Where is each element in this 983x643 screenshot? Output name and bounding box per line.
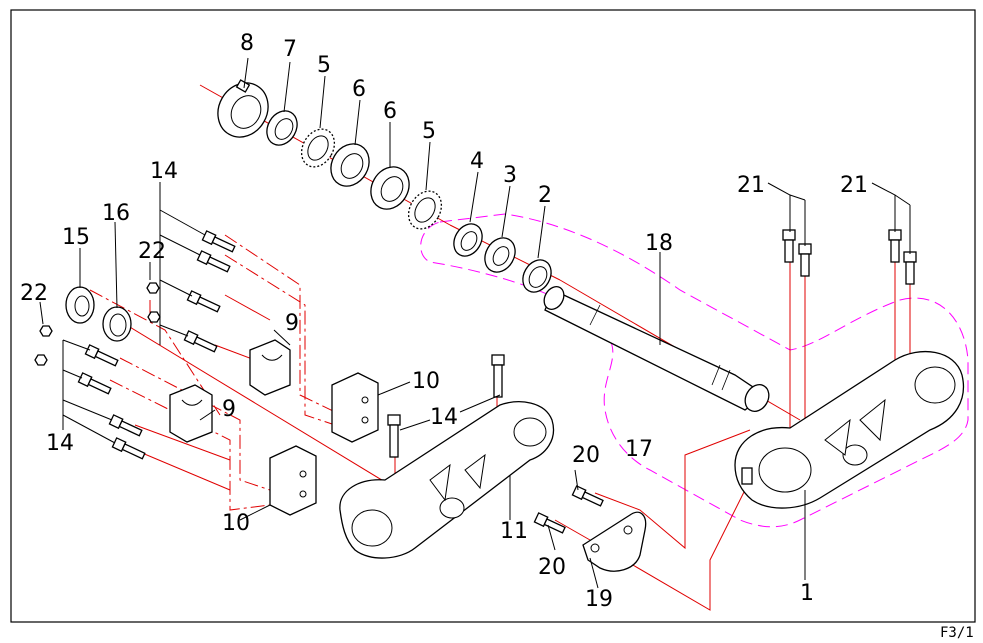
part-9-clamp-lower bbox=[169, 384, 213, 443]
callout-14-left: 14 bbox=[46, 431, 74, 456]
part-19-cable-guide bbox=[582, 511, 647, 572]
callout-5-upper: 5 bbox=[317, 53, 331, 78]
callout-10-lower: 10 bbox=[222, 511, 250, 536]
callout-14-top: 14 bbox=[150, 159, 178, 184]
part-2-washer bbox=[522, 259, 552, 293]
callout-11: 11 bbox=[500, 519, 528, 544]
callout-5-lower: 5 bbox=[422, 119, 436, 144]
part-4-seal bbox=[453, 223, 483, 257]
callout-19: 19 bbox=[585, 587, 613, 612]
callout-1: 1 bbox=[800, 581, 814, 606]
callout-9-lower: 9 bbox=[222, 397, 236, 422]
callout-6-upper: 6 bbox=[352, 77, 366, 102]
callout-9-upper: 9 bbox=[285, 311, 299, 336]
callout-22-left: 22 bbox=[20, 281, 48, 306]
callout-14-mid: 14 bbox=[430, 405, 458, 430]
callout-2: 2 bbox=[538, 183, 552, 208]
screws-14-upper-group bbox=[183, 230, 236, 353]
part-1-lower-bracket bbox=[734, 350, 964, 509]
callout-4: 4 bbox=[470, 149, 484, 174]
callout-21-left: 21 bbox=[737, 173, 765, 198]
bolts-14-vertical bbox=[387, 354, 505, 458]
part-9-clamp-upper bbox=[249, 339, 291, 396]
drawing-frame bbox=[10, 9, 976, 623]
callout-20-lower: 20 bbox=[538, 555, 566, 580]
part-5-ball-race-upper bbox=[300, 128, 336, 168]
part-11-upper-bracket bbox=[339, 401, 555, 559]
callout-3: 3 bbox=[503, 163, 517, 188]
callout-21-right: 21 bbox=[840, 173, 868, 198]
leader-lines bbox=[39, 57, 911, 589]
screws-14-lower-group bbox=[77, 344, 146, 460]
part-5-ball-race-lower bbox=[407, 190, 443, 230]
part-6-bearing-cup-upper bbox=[330, 143, 370, 187]
callout-20-upper: 20 bbox=[572, 443, 600, 468]
callout-labels: 8 7 5 6 6 5 4 3 2 18 14 16 15 22 22 9 9 … bbox=[20, 31, 868, 612]
bolts-20 bbox=[533, 485, 604, 534]
callout-10-upper: 10 bbox=[412, 369, 440, 394]
part-15-stem-nut bbox=[65, 286, 95, 324]
callout-8: 8 bbox=[240, 31, 254, 56]
callout-15: 15 bbox=[62, 225, 90, 250]
part-7-adjusting-nut bbox=[266, 110, 298, 146]
part-10-holder-lower bbox=[269, 445, 317, 516]
part-6-bearing-cup-lower bbox=[370, 166, 410, 210]
sheet-reference: F3/1 bbox=[940, 625, 974, 641]
nuts-22 bbox=[34, 282, 161, 366]
callout-7: 7 bbox=[283, 37, 297, 62]
screws-21 bbox=[782, 229, 917, 285]
part-18-steering-stem bbox=[543, 286, 770, 412]
callout-22-upper: 22 bbox=[138, 239, 166, 264]
part-3-dust-cover bbox=[484, 237, 516, 273]
part-16-washer bbox=[102, 306, 132, 342]
callout-17: 17 bbox=[625, 437, 653, 462]
callout-16: 16 bbox=[102, 201, 130, 226]
part-10-holder-upper bbox=[331, 372, 379, 443]
callout-18: 18 bbox=[645, 231, 673, 256]
callout-6-lower: 6 bbox=[383, 99, 397, 124]
part-8-lock-nut bbox=[217, 79, 269, 138]
